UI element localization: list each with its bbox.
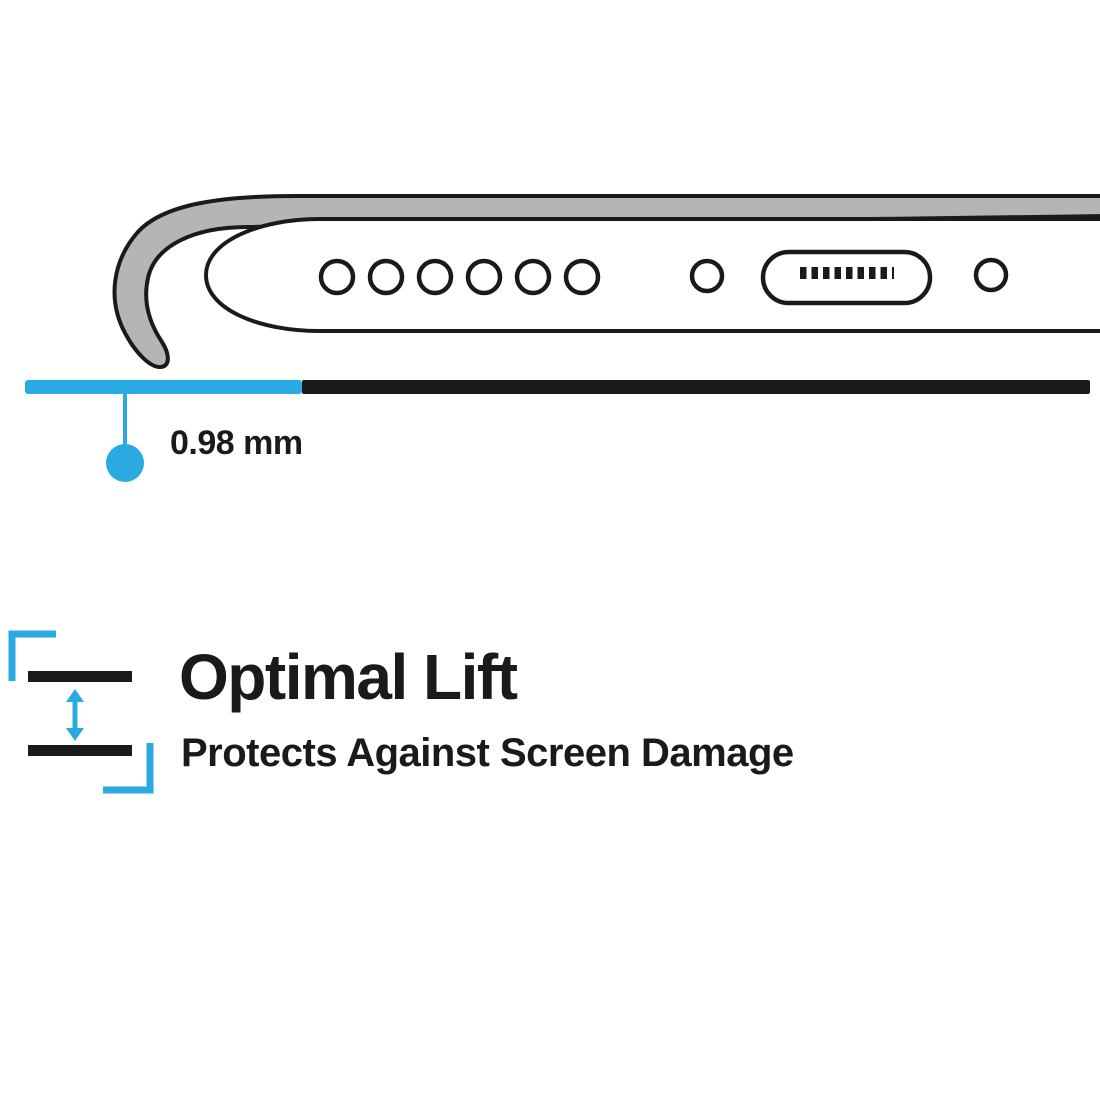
bracket-bottom-right	[103, 743, 154, 794]
measurement-label: 0.98 mm	[170, 424, 303, 462]
up-down-arrow-icon	[66, 689, 84, 741]
speaker-holes	[318, 258, 601, 296]
speaker-hole	[514, 258, 552, 296]
measurement-dot	[106, 444, 144, 482]
speaker-hole	[465, 258, 503, 296]
feature-title: Optimal Lift	[179, 641, 518, 713]
feature-subtitle: Protects Against Screen Damage	[181, 731, 794, 775]
speaker-hole	[318, 258, 356, 296]
phone-case-illustration	[112, 194, 1100, 369]
speaker-hole	[563, 258, 601, 296]
lift-height-bar-accent	[25, 380, 302, 394]
case-lip	[112, 194, 1100, 369]
lift-height-bar-dark	[302, 380, 1090, 394]
mic-hole	[973, 257, 1009, 293]
lift-gap-icon	[8, 630, 154, 794]
mic-hole	[689, 258, 725, 294]
gap-bar-top	[28, 671, 132, 682]
speaker-hole	[367, 258, 405, 296]
charging-port-icon	[760, 249, 933, 306]
gap-bar-bottom	[28, 745, 132, 756]
measurement-bars	[25, 380, 1090, 482]
speaker-hole	[416, 258, 454, 296]
bracket-top-left	[8, 630, 56, 681]
